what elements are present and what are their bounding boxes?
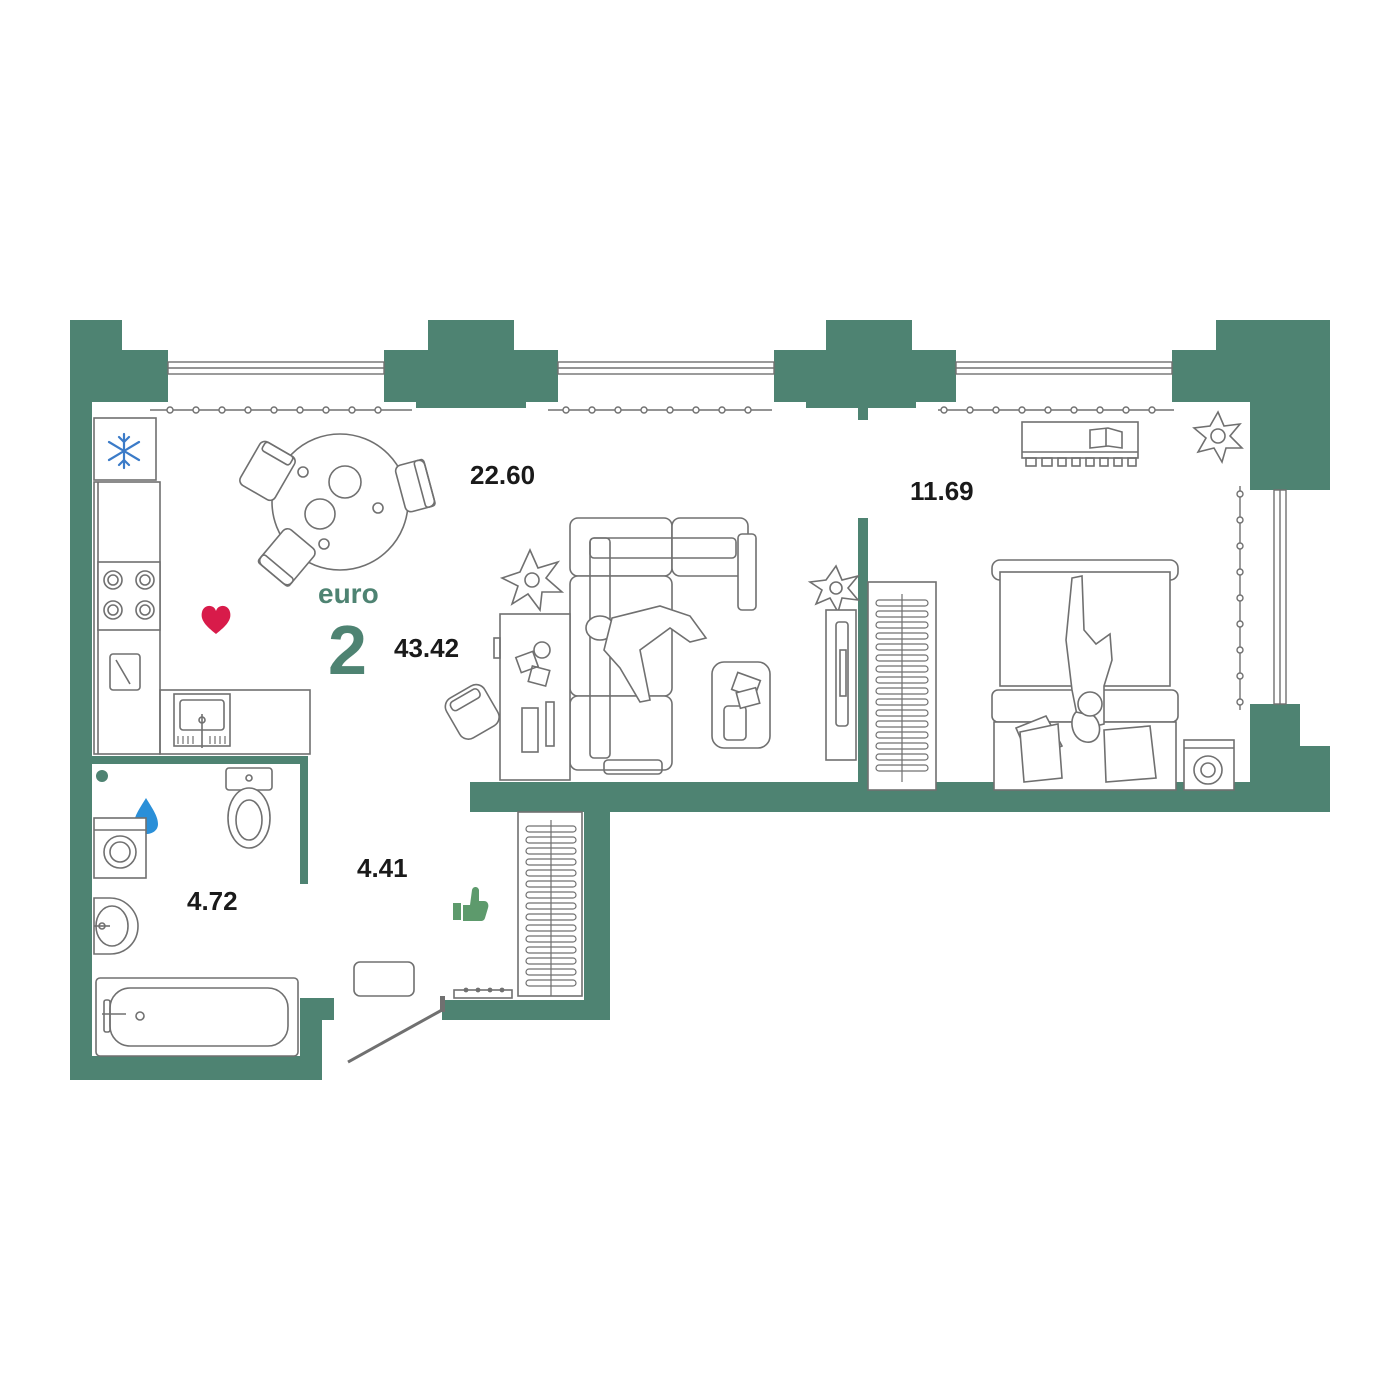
- heart-icon: [201, 605, 231, 634]
- hall: [347, 811, 583, 1064]
- sofa: [569, 517, 757, 775]
- plant-bedroom: [1192, 410, 1244, 465]
- apartment-type-word: euro: [318, 578, 379, 609]
- room-area-bedroom: 11.69: [910, 476, 974, 506]
- washing-machine-bedroom: [1183, 739, 1235, 791]
- snowflake-icon: [107, 432, 141, 470]
- bathroom: [93, 767, 299, 1057]
- apartment-type-number: 2: [328, 611, 367, 689]
- doormat: [353, 961, 415, 997]
- dining-table: [239, 433, 436, 587]
- bed: [991, 559, 1179, 791]
- total-area: 43.42: [394, 633, 460, 663]
- windows: [167, 361, 1287, 705]
- plant-living: [499, 548, 565, 613]
- tv-unit: [825, 609, 857, 761]
- room-area-hall: 4.41: [357, 853, 408, 883]
- walls: [70, 320, 1330, 1080]
- fridge: [93, 417, 157, 481]
- thumbs-up-icon: [453, 887, 489, 921]
- kitchen: [93, 417, 311, 755]
- curtain-rails: [150, 406, 1244, 710]
- plant-living-2: [807, 564, 861, 615]
- desk: [444, 613, 571, 781]
- wall-left: [70, 320, 92, 1080]
- bedroom-wardrobe: [867, 581, 937, 791]
- drain: [96, 770, 108, 782]
- coffee-table: [711, 661, 771, 749]
- hob: [97, 561, 161, 631]
- bedroom-shelf: [1021, 421, 1139, 467]
- room-area-bathroom: 4.72: [187, 886, 238, 916]
- room-area-living-kitchen: 22.60: [470, 460, 536, 490]
